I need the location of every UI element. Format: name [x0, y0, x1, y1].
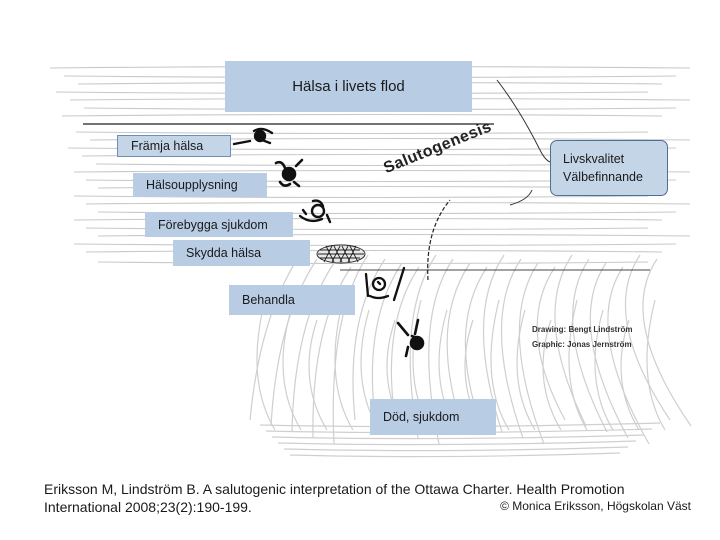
flow-line	[589, 262, 629, 439]
flow-line	[518, 262, 545, 445]
flow-line	[277, 440, 637, 446]
flow-line	[249, 254, 301, 421]
title-box: Hälsa i livets flod	[225, 61, 472, 112]
salutogenesis-arc	[427, 199, 451, 281]
level-box-framja-halsa: Främja hälsa	[117, 135, 231, 157]
flow-line	[283, 446, 629, 452]
flow-line	[572, 258, 608, 433]
flow-line	[291, 262, 335, 433]
flow-line	[334, 299, 354, 431]
level-box-forebygga-sjukdom: Förebygga sjukdom	[145, 212, 293, 237]
flow-line	[516, 309, 536, 431]
level-label: Förebygga sjukdom	[158, 217, 268, 232]
level-box-skydda-halsa: Skydda hälsa	[173, 240, 310, 266]
swimmer-icon	[232, 127, 274, 146]
level-label: Behandla	[242, 293, 295, 307]
citation-line-2: International 2008;23(2):190-199.	[44, 499, 252, 515]
drawing-credit: Drawing: Bengt Lindström	[532, 325, 633, 334]
guide-line	[496, 79, 551, 163]
flow-line	[542, 319, 562, 431]
waterfall-curves	[249, 254, 692, 458]
flow-line	[642, 258, 692, 427]
wellbeing-label: Välbefinnande	[563, 170, 643, 184]
graphic-credit: Graphic: Jonas Jernström	[532, 340, 632, 349]
flow-line	[256, 299, 276, 431]
swimmer-icon	[298, 199, 332, 224]
flow-line	[446, 262, 471, 421]
flow-line	[594, 309, 614, 431]
citation-line-1: Eriksson M, Lindström B. A salutogenic i…	[44, 481, 625, 497]
flow-line	[646, 299, 666, 431]
flow-line	[536, 266, 566, 421]
flow-line	[312, 266, 352, 439]
level-label: Skydda hälsa	[186, 246, 262, 260]
level-box-behandla: Behandla	[229, 285, 355, 315]
falling-person-icon	[396, 318, 425, 358]
flow-line	[352, 258, 386, 421]
flow-line	[568, 299, 588, 431]
citation: Eriksson M, Lindström B. A salutogenic i…	[44, 480, 625, 516]
level-label: Hälsoupplysning	[146, 178, 238, 192]
level-label: Död, sjukdom	[383, 410, 460, 424]
safety-net-icon	[316, 244, 366, 264]
diagram-title: Hälsa i livets flod	[292, 78, 405, 95]
flow-line	[61, 113, 663, 117]
flow-line	[271, 434, 645, 440]
flow-line	[85, 249, 663, 253]
flow-line	[289, 452, 621, 458]
level-box-dod-sjukdom: Död, sjukdom	[370, 399, 496, 435]
level-label: Främja hälsa	[131, 139, 204, 153]
flow-line	[490, 299, 510, 431]
flow-line	[308, 319, 328, 431]
flow-line	[607, 266, 650, 445]
flow-line	[85, 201, 691, 205]
flow-line	[75, 131, 649, 135]
flow-line	[500, 258, 524, 439]
swimmer-icon	[274, 158, 304, 188]
guide-line-lower	[509, 189, 533, 206]
quality-of-life-box: Livskvalitet Välbefinnande	[550, 140, 668, 196]
flow-line	[282, 309, 302, 431]
flow-line	[332, 254, 369, 445]
quality-of-life-label: Livskvalitet	[563, 152, 625, 166]
copyright: © Monica Eriksson, Högskolan Väst	[500, 499, 691, 513]
flow-line	[620, 319, 640, 431]
drowning-person-icon	[364, 266, 406, 302]
level-box-halsoupplysning: Hälsoupplysning	[133, 173, 267, 197]
flow-line	[73, 243, 677, 247]
